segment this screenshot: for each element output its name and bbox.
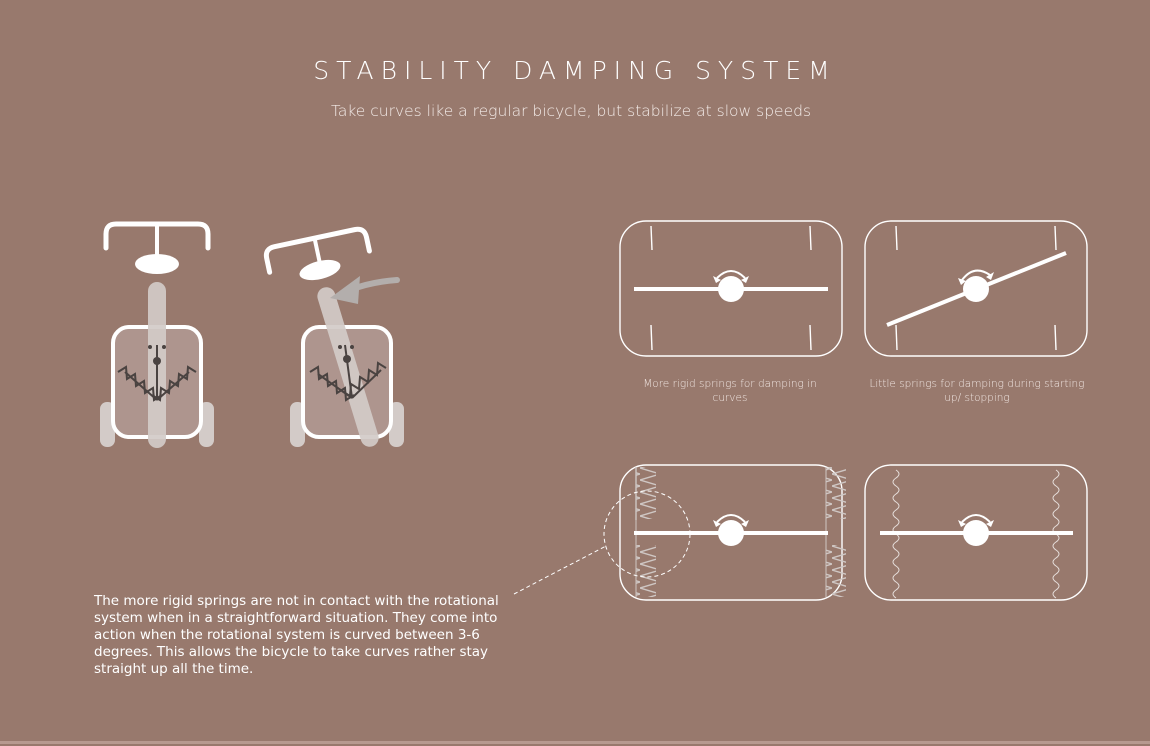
- page-title: STABILITY DAMPING SYSTEM: [313, 56, 837, 85]
- explanation-note: The more rigid springs are not in contac…: [94, 593, 499, 677]
- panel-rigid-springs-detail: [513, 464, 846, 601]
- rotation-arrow-icon: [958, 514, 994, 527]
- panel-little-springs-detail: [864, 464, 1088, 601]
- rotation-arrow-icon: [713, 270, 749, 283]
- page-subtitle: Take curves like a regular bicycle, but …: [330, 102, 812, 120]
- panel-little-springs: [864, 220, 1088, 357]
- rotation-arrow-icon: [958, 269, 994, 285]
- caption-little-springs: Little springs for damping during starti…: [869, 378, 1085, 404]
- curve-arrow-icon: [330, 276, 400, 304]
- panel-rigid-springs: [619, 220, 843, 357]
- bicycle-tilted-icon: [263, 226, 404, 447]
- rotation-arrow-icon: [713, 514, 749, 527]
- caption-rigid-springs: More rigid springs for damping in curves: [643, 378, 817, 404]
- bottom-divider: [0, 741, 1150, 744]
- bicycle-straight-icon: [100, 221, 214, 448]
